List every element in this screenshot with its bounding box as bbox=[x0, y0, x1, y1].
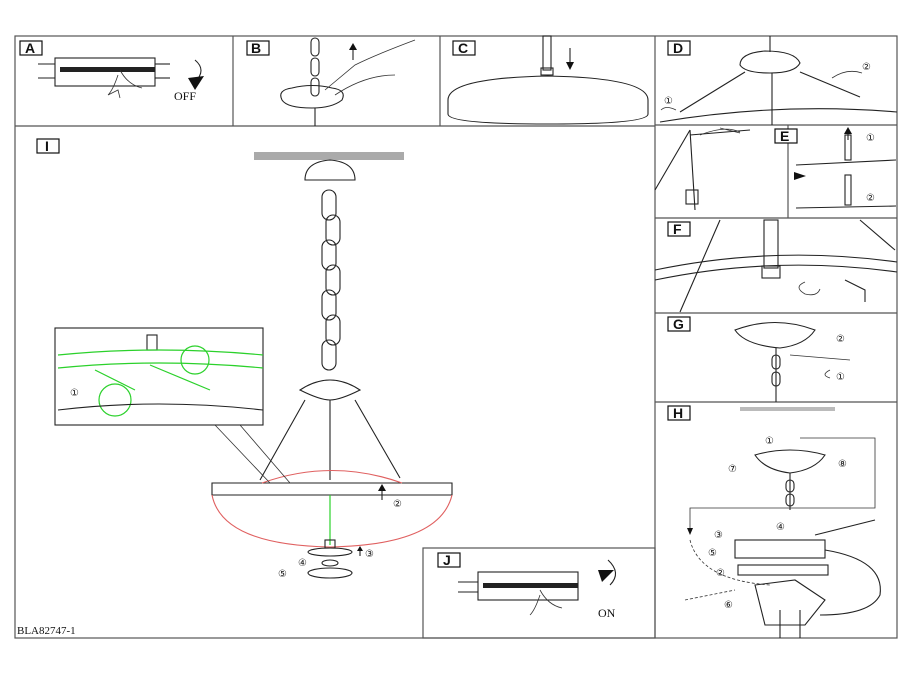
panel-b-label: B bbox=[251, 40, 261, 56]
chain-icon bbox=[310, 37, 320, 97]
shade-plate-icon bbox=[447, 75, 649, 125]
panel-i: I ② ③ ④ ⑤ ① bbox=[17, 138, 453, 637]
step-3-label: ③ bbox=[365, 549, 374, 560]
panel-f: F bbox=[654, 219, 898, 313]
panel-b: B bbox=[246, 37, 416, 126]
panel-d-label: D bbox=[673, 40, 683, 56]
model-code: BLA82747-1 bbox=[17, 625, 76, 637]
canopy-icon bbox=[280, 84, 344, 109]
canopy-icon bbox=[734, 321, 816, 349]
turn-arrow-icon bbox=[607, 559, 617, 586]
step-1-label: ① bbox=[866, 133, 875, 144]
panel-c-label: C bbox=[458, 40, 468, 56]
step-1-label: ① bbox=[664, 96, 673, 107]
step-8-label: ⑧ bbox=[838, 459, 847, 470]
panel-a-label: A bbox=[25, 40, 35, 56]
panel-e-label: E bbox=[780, 128, 789, 144]
panel-i-label: I bbox=[45, 138, 49, 154]
panel-d: D ① ② bbox=[659, 36, 898, 125]
step-1-label: ① bbox=[765, 436, 774, 447]
ring-frame-icon bbox=[211, 482, 453, 496]
step-4-label: ④ bbox=[298, 558, 307, 569]
panel-j: J ON bbox=[437, 552, 617, 620]
panel-frames bbox=[14, 35, 898, 639]
chain-icon bbox=[321, 189, 341, 371]
detail-inset bbox=[54, 327, 264, 426]
panel-d-detail bbox=[654, 127, 751, 211]
step-2-label: ② bbox=[836, 334, 845, 345]
step-5-label: ⑤ bbox=[278, 569, 287, 580]
step-2-label: ② bbox=[866, 193, 875, 204]
panel-g: G ② ① bbox=[667, 316, 851, 402]
hand-icon bbox=[324, 39, 416, 96]
step-5-label: ⑤ bbox=[708, 548, 717, 559]
panel-h: H ① ⑦ ⑧ ③ ④ ⑤ ② ⑥ bbox=[667, 405, 881, 638]
panel-e: E ① ② bbox=[774, 127, 897, 209]
panel-f-label: F bbox=[673, 221, 682, 237]
step-3-label: ③ bbox=[714, 530, 723, 541]
ceiling-icon bbox=[254, 152, 404, 160]
step-2-label: ② bbox=[716, 568, 725, 579]
step-2-label: ② bbox=[393, 499, 402, 510]
panel-h-label: H bbox=[673, 405, 683, 421]
step-7-label: ⑦ bbox=[728, 464, 737, 475]
on-label: ON bbox=[598, 606, 616, 620]
step-1-label: ① bbox=[70, 388, 79, 399]
step-2-label: ② bbox=[862, 62, 871, 73]
canopy-icon bbox=[304, 159, 356, 181]
off-label: OFF bbox=[174, 89, 196, 103]
terminal-block-icon bbox=[734, 539, 826, 559]
panel-a: A OFF bbox=[19, 40, 204, 103]
step-4-label: ④ bbox=[776, 522, 785, 533]
step-6-label: ⑥ bbox=[724, 600, 733, 611]
step-1-label: ① bbox=[836, 372, 845, 383]
panel-g-label: G bbox=[673, 316, 684, 332]
panel-c: C bbox=[447, 35, 649, 125]
breaker-box-icon bbox=[458, 571, 579, 616]
panel-j-label: J bbox=[443, 552, 451, 568]
hex-key-icon bbox=[844, 279, 866, 302]
breaker-box-icon bbox=[38, 57, 170, 99]
